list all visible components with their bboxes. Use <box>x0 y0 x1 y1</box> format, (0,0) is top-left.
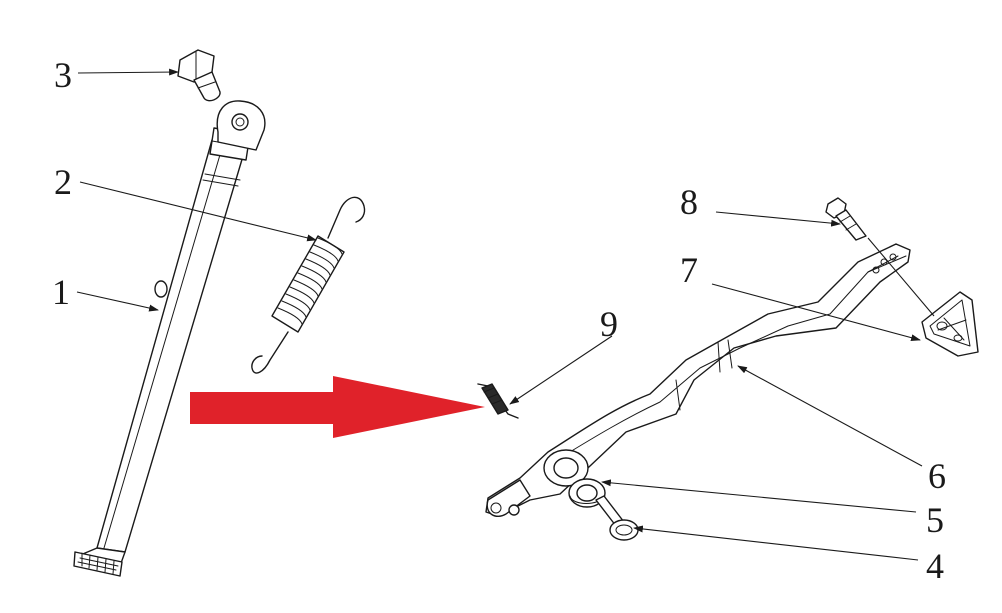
callout-7: 7 <box>680 250 698 290</box>
pivot-bolt <box>177 49 221 102</box>
callout-6: 6 <box>928 456 946 496</box>
callout-1: 1 <box>52 272 70 312</box>
callout-9: 9 <box>600 304 618 344</box>
callout-4: 4 <box>926 546 944 586</box>
leader-lines <box>76 68 935 561</box>
callout-3: 3 <box>54 55 72 95</box>
red-pointer-arrow <box>190 376 485 438</box>
spring-coils <box>277 237 343 325</box>
pedal-tip-bolt <box>825 197 867 241</box>
pedal-pad <box>921 291 979 357</box>
callout-2: 2 <box>54 162 72 202</box>
callout-5: 5 <box>926 500 944 540</box>
small-return-spring <box>477 383 519 419</box>
callout-8: 8 <box>680 182 698 222</box>
tension-spring <box>251 196 366 374</box>
brake-pedal-arm <box>485 243 911 518</box>
pedal-pivot-bolt <box>595 495 639 541</box>
callout-numbers: 3 2 1 9 8 7 6 5 4 <box>52 55 946 586</box>
kickstand-leg <box>73 100 266 577</box>
